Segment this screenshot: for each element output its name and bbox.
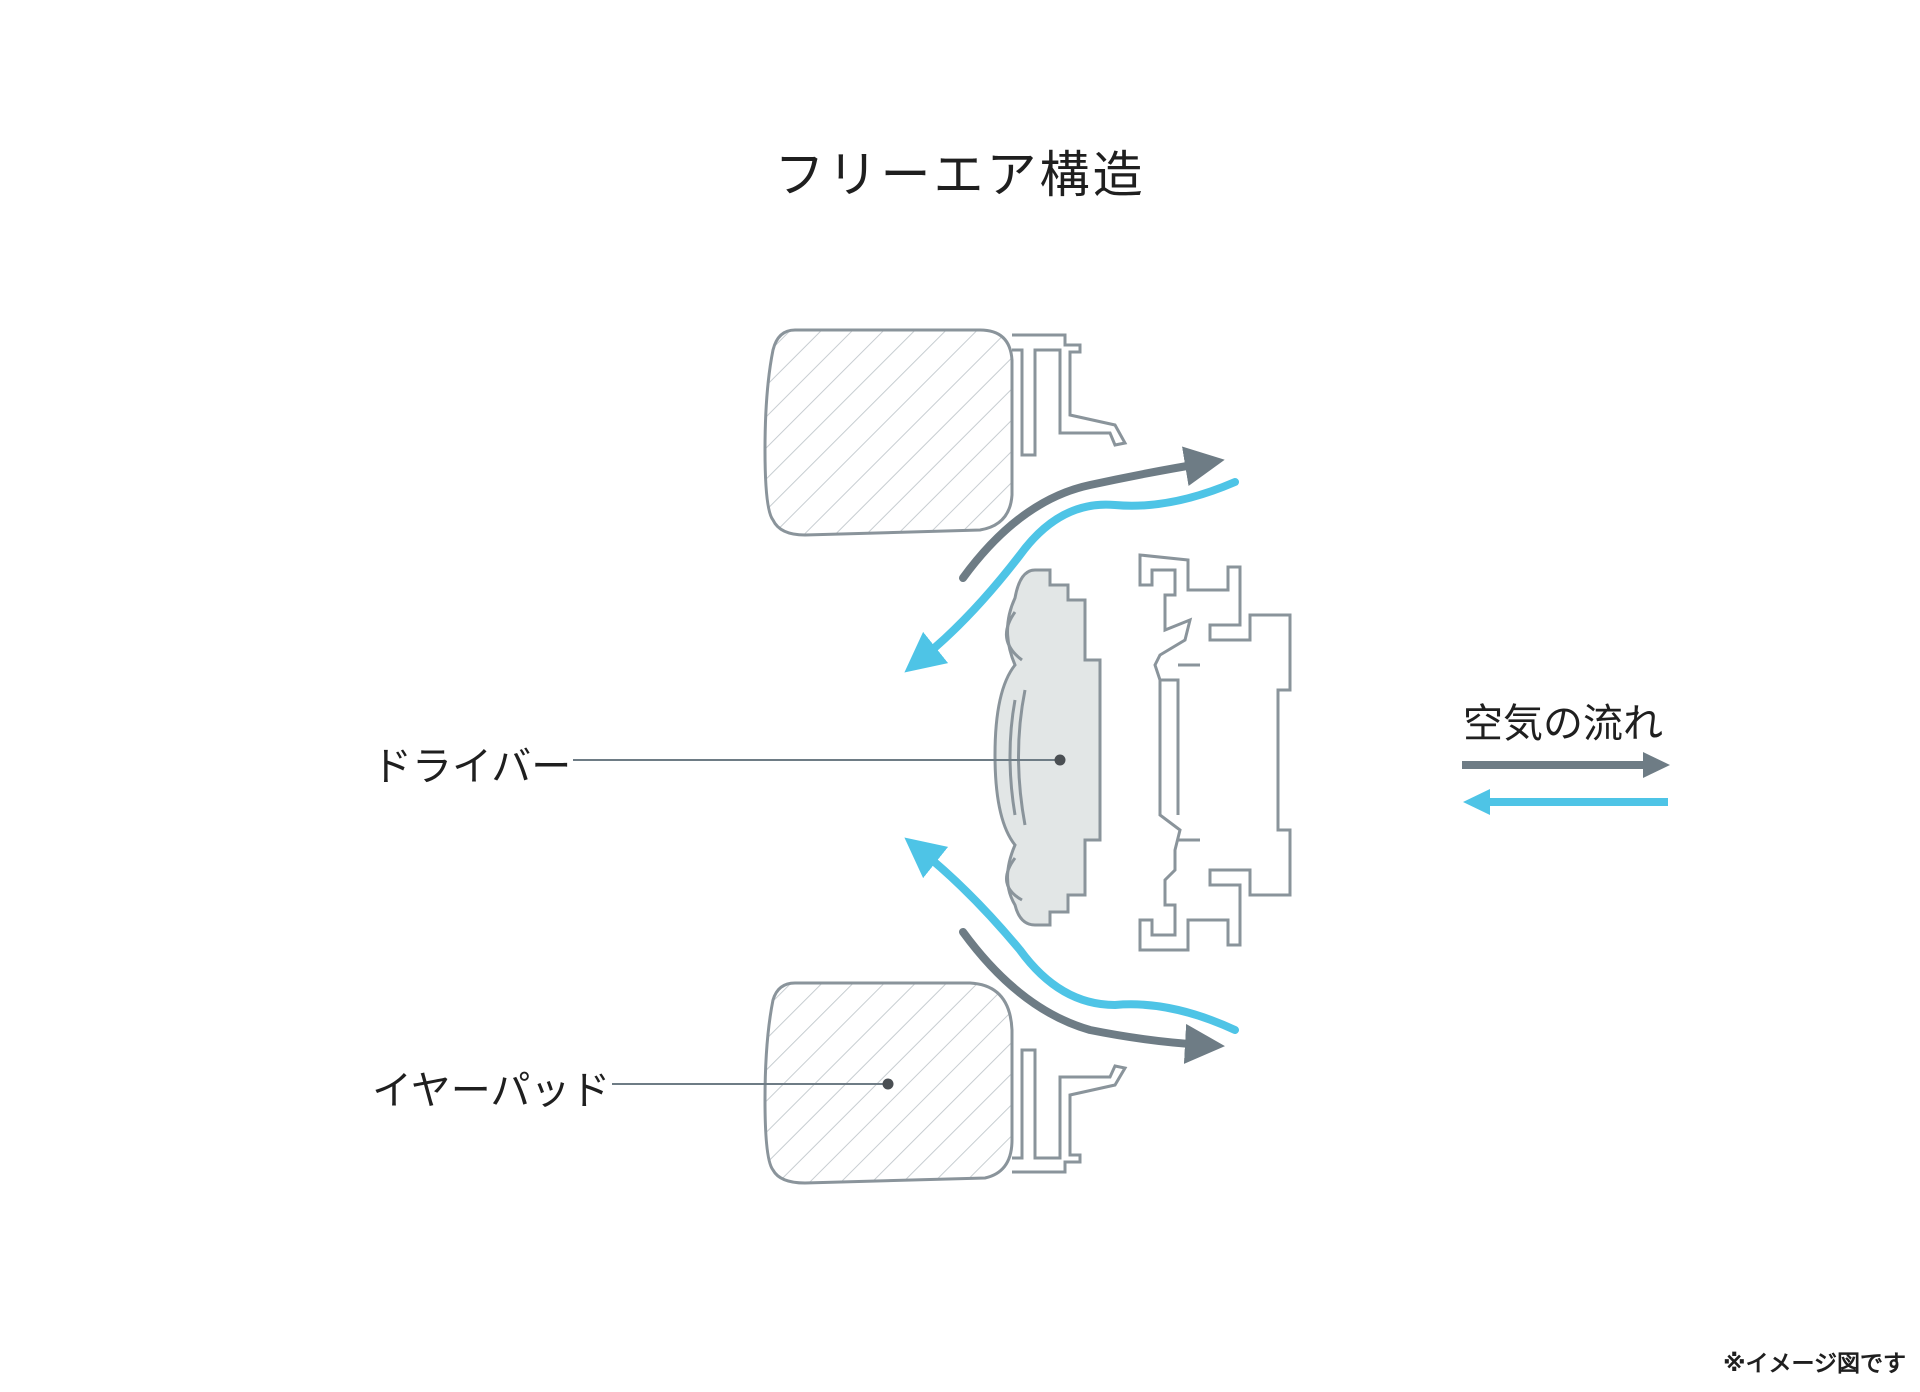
- airflow-lower-incoming: [904, 837, 1239, 1034]
- ear-pad-label: イヤーパッド: [372, 1068, 611, 1114]
- lower-pad-holder: [1012, 1048, 1128, 1174]
- page-title: フリーエア構造: [774, 146, 1146, 204]
- legend-outgoing-arrow: [1462, 752, 1670, 778]
- ear-pad-leader-line: [612, 1078, 894, 1090]
- airflow-upper-incoming: [904, 478, 1239, 673]
- legend-incoming-arrow: [1463, 789, 1668, 815]
- driver-unit: [993, 568, 1102, 927]
- airflow-upper-outgoing: [959, 446, 1225, 582]
- airflow-lower-outgoing: [959, 928, 1225, 1064]
- driver-label: ドライバー: [372, 744, 572, 790]
- upper-pad-holder: [1012, 333, 1128, 457]
- driver-leader-line: [573, 754, 1066, 766]
- image-note: ※イメージ図です: [1723, 1351, 1906, 1377]
- airflow-legend-label: 空気の流れ: [1463, 701, 1663, 747]
- housing-frame: [1138, 553, 1292, 952]
- upper-ear-pad: [763, 328, 1014, 537]
